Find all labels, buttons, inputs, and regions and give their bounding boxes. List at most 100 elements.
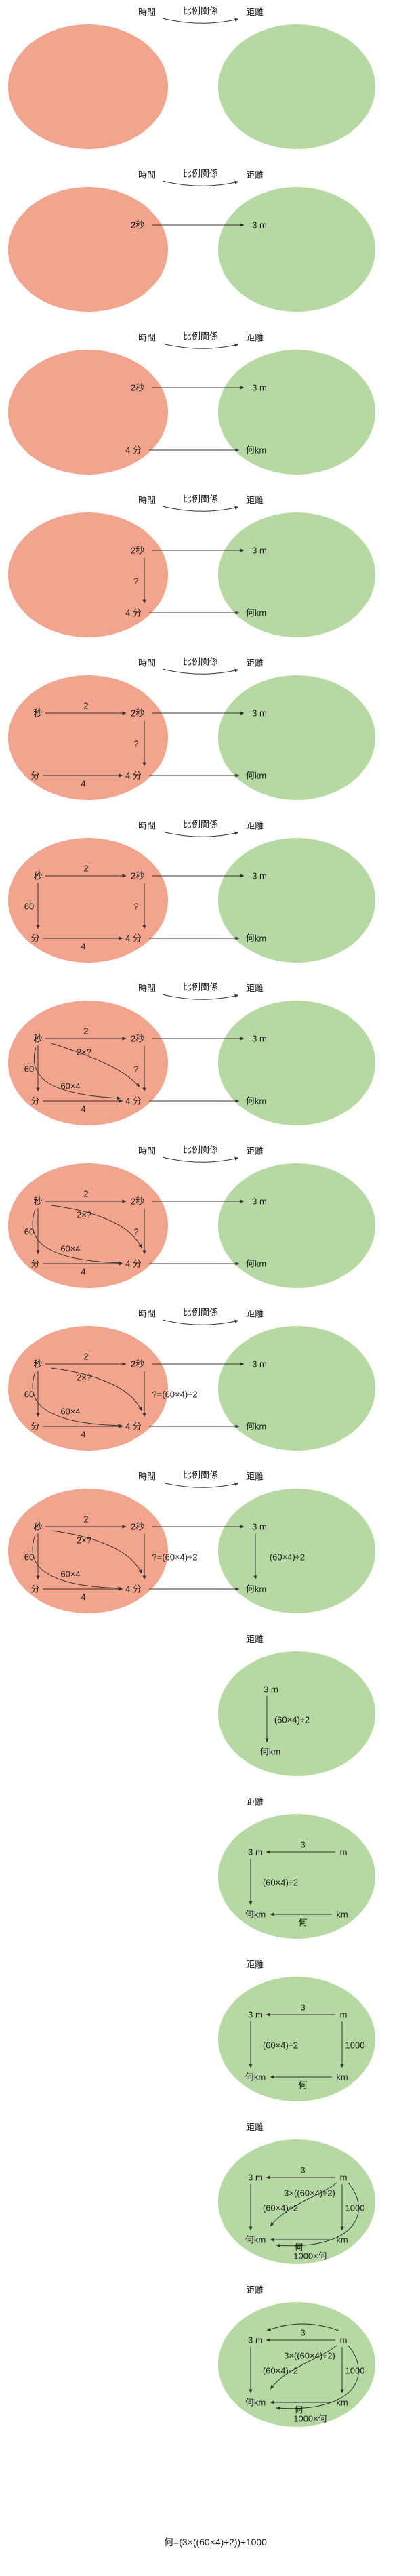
four-min-label: 4 分	[125, 770, 142, 781]
time-header: 時間	[138, 7, 156, 18]
arrows-layer	[249, 2013, 344, 2079]
unknown-label: ?	[133, 1064, 139, 1074]
four-min-label: 4 分	[125, 1095, 142, 1106]
four-min-label: 4 分	[125, 1421, 142, 1432]
times-two-label: 2	[83, 1514, 89, 1525]
two-sec-label: 2秒	[130, 1033, 145, 1044]
m-unit-label: m	[339, 2335, 348, 2346]
relation-header: 比例関係	[182, 1307, 219, 1318]
relation-header: 比例関係	[182, 331, 219, 342]
times-four-label: 4	[81, 1592, 86, 1603]
relation-arc	[162, 1319, 239, 1325]
distance-set-ellipse	[218, 1977, 375, 2101]
two-sec-label: 2秒	[130, 870, 145, 881]
two-sec-label: 2秒	[130, 1359, 145, 1369]
times-two-label: 2	[83, 700, 89, 711]
arrows-layer	[32, 1482, 257, 1591]
times-thousand-label: 1000	[345, 2202, 365, 2213]
time-header: 時間	[138, 1308, 156, 1319]
time-set-ellipse	[8, 350, 168, 475]
two-sec-label: 2秒	[130, 382, 145, 393]
what-km-label: 何km	[245, 2234, 266, 2245]
panel-05: 時間 比例関係 距離 秒 2 2秒 3 m ? 分 4 4 分 何km	[0, 651, 420, 813]
time-set-ellipse	[8, 24, 168, 149]
distance-set-ellipse	[218, 2302, 375, 2427]
right-path-product-label: 1000×何	[293, 2413, 327, 2424]
distance-header: 距離	[245, 1796, 264, 1807]
three-m-label: 3 m	[252, 545, 267, 556]
distance-header: 距離	[245, 1634, 264, 1645]
sec-unit-label: 秒	[33, 1033, 43, 1044]
km-unit-label: km	[336, 2234, 348, 2245]
what-km-label: 何km	[245, 1095, 267, 1106]
distance-header: 距離	[245, 1959, 264, 1970]
relation-arc	[162, 994, 239, 1000]
times-two-label: 2	[83, 1351, 89, 1362]
curve-2-times-unknown	[51, 1367, 142, 1411]
times-four-label: 4	[81, 1266, 86, 1277]
scale-factor-label: (60×4)÷2	[262, 2202, 299, 2213]
distance-header: 距離	[245, 820, 264, 831]
relation-header: 比例関係	[182, 819, 219, 830]
panel-12: 距離 3 m 3 m (60×4)÷2 何km 何 km	[0, 1790, 420, 1952]
distance-header: 距離	[245, 1471, 264, 1482]
distance-header: 距離	[245, 1308, 264, 1319]
panel-08: 時間 比例関係 距離 秒 2 2秒 60 2×? ? 60×4 3 m 分 4 …	[0, 1139, 420, 1302]
distance-set-ellipse	[218, 512, 375, 637]
panel-04: 時間 比例関係 距離 2秒 3 m ? 4 分 何km	[0, 488, 420, 651]
what-km-label: 何km	[245, 445, 267, 456]
scale-factor-label: (60×4)÷2	[274, 1714, 310, 1725]
relation-header: 比例関係	[182, 1470, 219, 1481]
two-times-unknown-label: 2×?	[76, 1047, 92, 1058]
time-header: 時間	[138, 169, 156, 180]
three-m-label: 3 m	[252, 1521, 267, 1532]
distance-set-ellipse	[218, 838, 375, 963]
distance-header: 距離	[245, 7, 264, 18]
what-km-label: 何km	[245, 933, 267, 944]
times-sixty-label: 60	[24, 1226, 35, 1237]
times-what-label: 何	[298, 2080, 308, 2091]
what-km-label: 何km	[245, 1258, 267, 1269]
distance-set-ellipse	[218, 24, 375, 149]
time-header: 時間	[138, 495, 156, 506]
distance-set-ellipse	[218, 1489, 375, 1613]
panel-06: 時間 比例関係 距離 秒 2 2秒 60 3 m ? 分 4 4 分 何km	[0, 813, 420, 976]
panel-10: 時間 比例関係 距離 秒 2 2秒 60 2×? ?=(60×4)÷2 60×4…	[0, 1464, 420, 1627]
what-km-label: 何km	[245, 607, 267, 618]
sixty-times-four-label: 60×4	[60, 1406, 81, 1417]
relation-arc	[162, 668, 239, 675]
times-sixty-label: 60	[24, 901, 35, 912]
unknown-label: ?	[133, 576, 139, 586]
distance-header: 距離	[245, 332, 264, 343]
arrows-layer	[32, 1156, 245, 1266]
min-unit-label: 分	[30, 933, 40, 944]
sec-unit-label: 秒	[33, 1521, 43, 1532]
time-set-ellipse	[8, 1489, 168, 1613]
unknown-label: ?	[133, 738, 139, 749]
km-unit-label: km	[336, 2072, 348, 2082]
three-m-label: 3 m	[252, 220, 267, 230]
panel-09: 時間 比例関係 距離 秒 2 2秒 60 2×? ?=(60×4)÷2 60×4…	[0, 1302, 420, 1464]
times-what-label: 何	[298, 1917, 308, 1928]
times-thousand-label: 1000	[345, 2040, 365, 2051]
two-times-unknown-label: 2×?	[76, 1209, 92, 1220]
arrows-layer	[33, 994, 245, 1103]
times-four-label: 4	[81, 1104, 86, 1114]
arrows-layer	[162, 18, 239, 24]
relation-header: 比例関係	[182, 982, 219, 992]
time-set-ellipse	[8, 1001, 168, 1125]
panel-14: 距離 3 m 3 m 3×((60×4)÷2) (60×4)÷2 1000 何k…	[0, 2115, 420, 2278]
km-unit-label: km	[336, 1909, 348, 1920]
distance-header: 距離	[245, 658, 264, 668]
curve-60-times-4	[32, 1209, 123, 1265]
distance-header: 距離	[245, 169, 264, 180]
time-header: 時間	[138, 1146, 156, 1156]
three-m-label: 3 m	[252, 1196, 267, 1207]
curve-2-times-unknown	[51, 1205, 142, 1249]
time-header: 時間	[138, 983, 156, 994]
relation-arc	[162, 343, 239, 349]
relation-header: 比例関係	[182, 5, 219, 16]
four-min-label: 4 分	[125, 1258, 142, 1269]
curve-2-times-unknown	[51, 1043, 140, 1087]
min-unit-label: 分	[30, 1421, 40, 1432]
